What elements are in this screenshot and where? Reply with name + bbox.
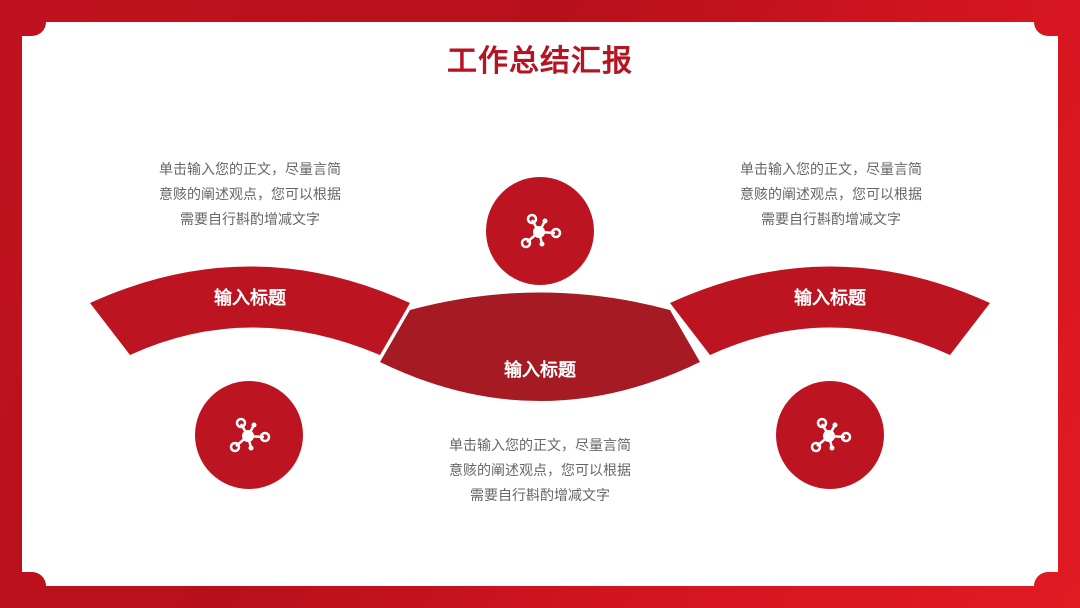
body-text-line: 单击输入您的正文，尽量言简 (449, 438, 631, 454)
body-text-center: 单击输入您的正文，尽量言简 意赅的阐述观点，您可以根据 需要自行斟酌增减文字 (420, 434, 660, 509)
body-text-line: 单击输入您的正文，尽量言简 (740, 162, 922, 178)
body-text-line: 需要自行斟酌增减文字 (470, 488, 610, 504)
slide-title: 工作总结汇报 (447, 44, 633, 79)
body-text-line: 意赅的阐述观点，您可以根据 (740, 187, 922, 203)
body-text-line: 单击输入您的正文，尽量言简 (159, 162, 341, 178)
arc-label-left: 输入标题 (214, 287, 287, 309)
body-text-line: 需要自行斟酌增减文字 (180, 212, 320, 228)
arc-segment-center[interactable]: 输入标题 (380, 292, 700, 402)
network-icon (229, 417, 271, 453)
network-icon (810, 417, 852, 453)
body-text-line: 意赅的阐述观点，您可以根据 (449, 463, 631, 479)
icon-circle-left (195, 381, 303, 489)
icon-circle-right (776, 381, 884, 489)
network-icon (520, 213, 562, 249)
body-text-line: 意赅的阐述观点，您可以根据 (159, 187, 341, 203)
arc-label-right: 输入标题 (794, 287, 867, 309)
icon-circle-top (486, 177, 594, 285)
arc-segment-right[interactable]: 输入标题 (670, 266, 990, 356)
body-text-left: 单击输入您的正文，尽量言简 意赅的阐述观点，您可以根据 需要自行斟酌增减文字 (130, 158, 370, 233)
body-text-right: 单击输入您的正文，尽量言简 意赅的阐述观点，您可以根据 需要自行斟酌增减文字 (711, 158, 951, 233)
body-text-line: 需要自行斟酌增减文字 (761, 212, 901, 228)
arc-segment-left[interactable]: 输入标题 (90, 266, 410, 356)
arc-label-center: 输入标题 (504, 359, 577, 381)
